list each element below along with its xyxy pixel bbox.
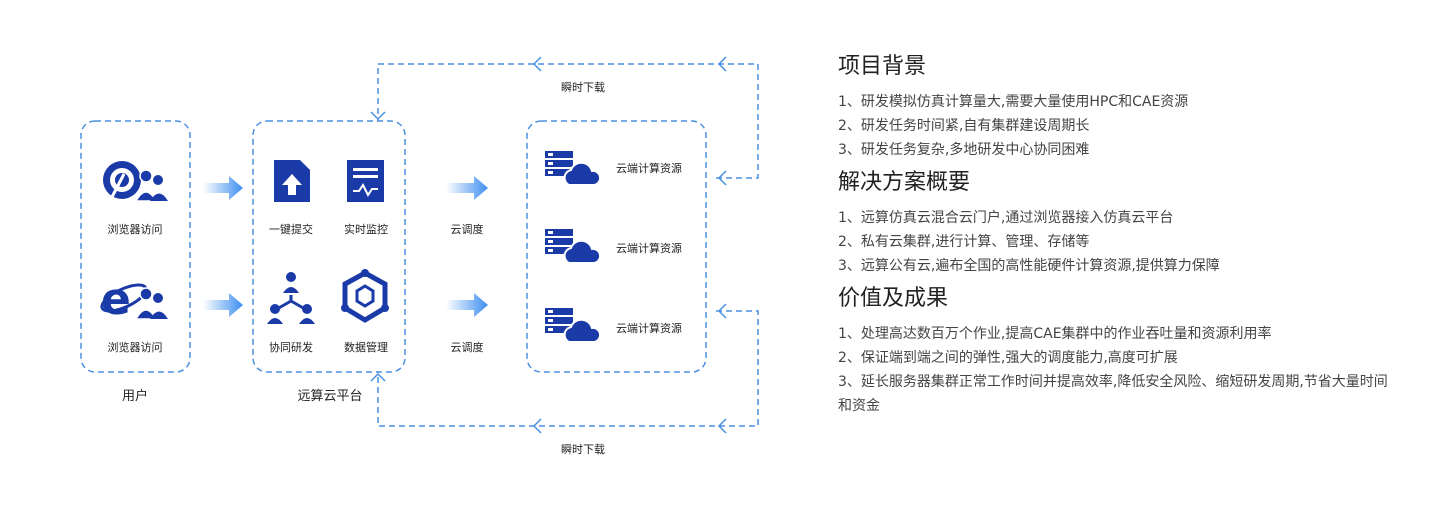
list-item: 3、远算公有云,遍布全国的高性能硬件计算资源,提供算力保障	[838, 258, 1220, 274]
section-title: 解决方案概要	[838, 170, 971, 195]
resource-label: 云端计算资源	[616, 162, 682, 175]
loop-top-chevron-3	[717, 170, 727, 186]
scheduling-label: 云调度	[450, 341, 484, 354]
loop-bottom-chevron-3	[532, 418, 542, 434]
section-title: 价值及成果	[838, 286, 949, 311]
server-cloud-icon	[544, 150, 602, 186]
list-item: 2、保证端到端之间的弹性,强大的调度能力,高度可扩展	[838, 350, 1178, 366]
list-item: 1、研发模拟仿真计算量大,需要大量使用HPC和CAE资源	[838, 94, 1189, 110]
resources-group-box	[526, 120, 707, 373]
download-label-top: 瞬时下载	[561, 81, 605, 94]
ie-browser-users-icon: e	[100, 274, 168, 325]
list-item: 1、远算仿真云混合云门户,通过浏览器接入仿真云平台	[838, 210, 1174, 226]
loop-bottom-chevron-2	[717, 418, 727, 434]
resource-label: 云端计算资源	[616, 242, 682, 255]
loop-top-chevron-4	[370, 111, 386, 121]
arrow-right-icon	[203, 293, 243, 317]
data-hexagon-icon	[341, 269, 389, 323]
loop-bottom-chevron-1	[717, 303, 727, 319]
upload-file-icon	[274, 160, 310, 202]
loop-bottom-chevron-4	[370, 372, 386, 382]
download-loop-bottom	[377, 310, 759, 427]
list-item: 1、处理高达数百万个作业,提高CAE集群中的作业吞吐量和资源利用率	[838, 326, 1272, 342]
section-value-results: 价值及成果 1、处理高达数百万个作业,提高CAE集群中的作业吞吐量和资源利用率 …	[838, 284, 1398, 418]
section-project-background: 项目背景 1、研发模拟仿真计算量大,需要大量使用HPC和CAE资源 2、研发任务…	[838, 52, 1398, 162]
list-item: 2、研发任务时间紧,自有集群建设周期长	[838, 118, 1090, 134]
section-list: 1、处理高达数百万个作业,提高CAE集群中的作业吞吐量和资源利用率 2、保证端到…	[838, 322, 1398, 418]
section-list: 1、远算仿真云混合云门户,通过浏览器接入仿真云平台 2、私有云集群,进行计算、管…	[838, 206, 1398, 278]
loop-top-chevron-1	[532, 56, 542, 72]
scheduling-label: 云调度	[450, 223, 484, 236]
platform-item-label: 协同研发	[269, 341, 313, 354]
server-cloud-icon	[544, 228, 602, 264]
user-item-label: 浏览器访问	[107, 223, 163, 236]
list-item: 3、延长服务器集群正常工作时间并提高效率,降低安全风险、缩短研发周期,节省大量时…	[838, 374, 1388, 414]
arrow-right-icon	[446, 293, 488, 317]
download-label-bottom: 瞬时下载	[561, 443, 605, 456]
platform-item-label: 数据管理	[344, 341, 388, 354]
architecture-diagram: e	[80, 56, 759, 434]
user-item-label: 浏览器访问	[107, 341, 163, 354]
platform-group-title: 远算云平台	[297, 389, 363, 404]
section-list: 1、研发模拟仿真计算量大,需要大量使用HPC和CAE资源 2、研发任务时间紧,自…	[838, 90, 1398, 162]
users-group-box	[80, 120, 191, 373]
loop-top-chevron-2	[717, 56, 727, 72]
platform-item-label: 实时监控	[344, 223, 388, 236]
download-loop-top	[377, 63, 759, 179]
platform-item-label: 一键提交	[269, 223, 313, 236]
monitor-document-icon	[347, 160, 384, 202]
users-group-title: 用户	[121, 389, 149, 404]
section-title: 项目背景	[838, 54, 927, 79]
platform-group-box	[252, 120, 406, 373]
section-solution-overview: 解决方案概要 1、远算仿真云混合云门户,通过浏览器接入仿真云平台 2、私有云集群…	[838, 168, 1398, 278]
collaboration-network-icon	[267, 272, 315, 324]
list-item: 2、私有云集群,进行计算、管理、存储等	[838, 234, 1090, 250]
server-cloud-icon	[544, 307, 602, 343]
resource-label: 云端计算资源	[616, 322, 682, 335]
chrome-browser-users-icon	[103, 161, 168, 202]
arrow-right-icon	[446, 176, 488, 200]
arrow-right-icon	[203, 176, 243, 200]
description-panel: 项目背景 1、研发模拟仿真计算量大,需要大量使用HPC和CAE资源 2、研发任务…	[838, 52, 1398, 424]
list-item: 3、研发任务复杂,多地研发中心协同困难	[838, 142, 1090, 158]
